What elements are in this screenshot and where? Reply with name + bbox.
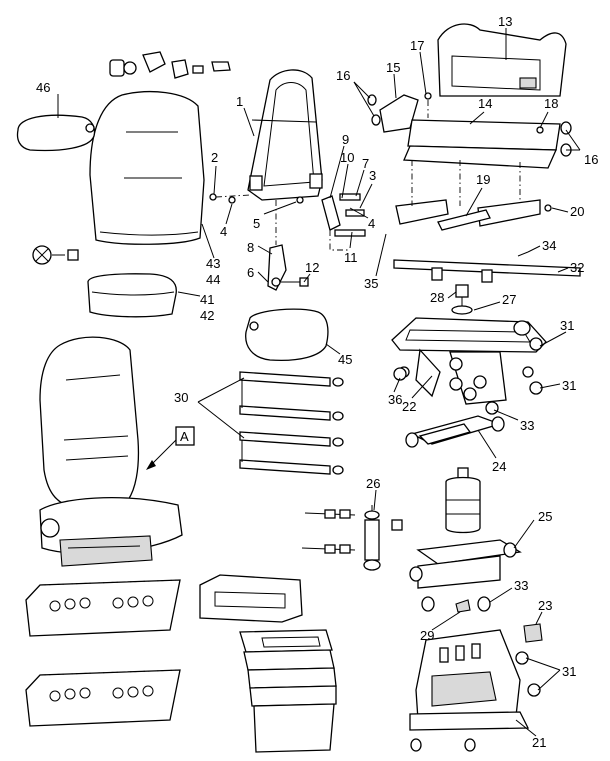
callout: 43 (206, 256, 220, 271)
callout: 3 (369, 168, 376, 183)
callout: 19 (476, 172, 490, 187)
rod (393, 251, 581, 283)
mounting-bracket (367, 94, 419, 133)
callout: 33 (520, 418, 534, 433)
small-parts-right (393, 337, 543, 697)
adjustment-knob (32, 245, 79, 265)
callout: 35 (364, 276, 378, 291)
air-spring (445, 467, 481, 534)
callout: 42 (200, 308, 214, 323)
track-assembly (395, 160, 552, 231)
control-panel-lower (25, 669, 181, 727)
assembled-seat (39, 336, 183, 567)
seat-cushion (87, 273, 177, 318)
bushings (421, 596, 491, 613)
view-a-marker: A (146, 426, 195, 470)
scissor-cover (199, 574, 303, 623)
lower-scissor (409, 539, 522, 589)
callout: 34 (542, 238, 556, 253)
frame-bolts (209, 193, 304, 204)
slide-rail-plate (403, 92, 572, 169)
callout: 21 (532, 735, 546, 750)
callout: 11 (344, 250, 358, 265)
callout: 24 (492, 459, 506, 474)
top-plate (391, 317, 547, 405)
callout: 14 (478, 96, 492, 111)
callout: 8 (247, 240, 254, 255)
bellows-boot (239, 629, 337, 753)
callout: 6 (247, 265, 254, 280)
callout: 27 (502, 292, 516, 307)
callout: 41 (200, 292, 214, 307)
callout: 33 (514, 578, 528, 593)
callout: 7 (362, 156, 369, 171)
scissor-link (405, 415, 505, 448)
callout: 13 (498, 14, 512, 29)
callout: 17 (410, 38, 424, 53)
callouts: 1 2 3 4 4 5 6 7 8 9 10 11 12 13 14 15 16… (36, 14, 598, 750)
callout: 9 (342, 132, 349, 147)
callout: 46 (36, 80, 50, 95)
callout: 2 (211, 150, 218, 165)
callout: 36 (388, 392, 402, 407)
callout: 10 (340, 150, 354, 165)
callout: 29 (420, 628, 434, 643)
lumbar-knob-hardware (109, 51, 231, 79)
seat-back-cushion (89, 90, 205, 245)
callout: 15 (386, 60, 400, 75)
callout: 23 (538, 598, 552, 613)
seat-back-frame (247, 69, 323, 201)
callout: 5 (253, 216, 260, 231)
callout: 28 (430, 290, 444, 305)
headrest (16, 114, 96, 152)
callout: 30 (174, 390, 188, 405)
base (409, 629, 530, 752)
callout: 12 (305, 260, 319, 275)
callout: 31 (560, 318, 574, 333)
callout: 31 (562, 664, 576, 679)
lever-assembly (321, 193, 366, 251)
callout: 4 (368, 216, 375, 231)
callout: 4 (220, 224, 227, 239)
callout: 1 (236, 94, 243, 109)
valve (451, 284, 473, 315)
callout: 32 (570, 260, 584, 275)
leader-lines (57, 28, 581, 737)
callout: 16 (584, 152, 598, 167)
control-panel-upper (25, 579, 181, 637)
callout: 16 (336, 68, 350, 83)
cover-bracket (437, 23, 567, 97)
callout: 25 (538, 509, 552, 524)
callout: 45 (338, 352, 352, 367)
lumbar-cushion (245, 308, 329, 362)
shock-absorber (301, 505, 403, 571)
callout: 18 (544, 96, 558, 111)
view-a-label: A (180, 429, 189, 444)
callout: 22 (402, 399, 416, 414)
callout: 26 (366, 476, 380, 491)
suspension-springs (239, 371, 344, 475)
recline-bracket (267, 200, 309, 291)
callout: 31 (562, 378, 576, 393)
callout: 20 (570, 204, 584, 219)
callout: 44 (206, 272, 220, 287)
